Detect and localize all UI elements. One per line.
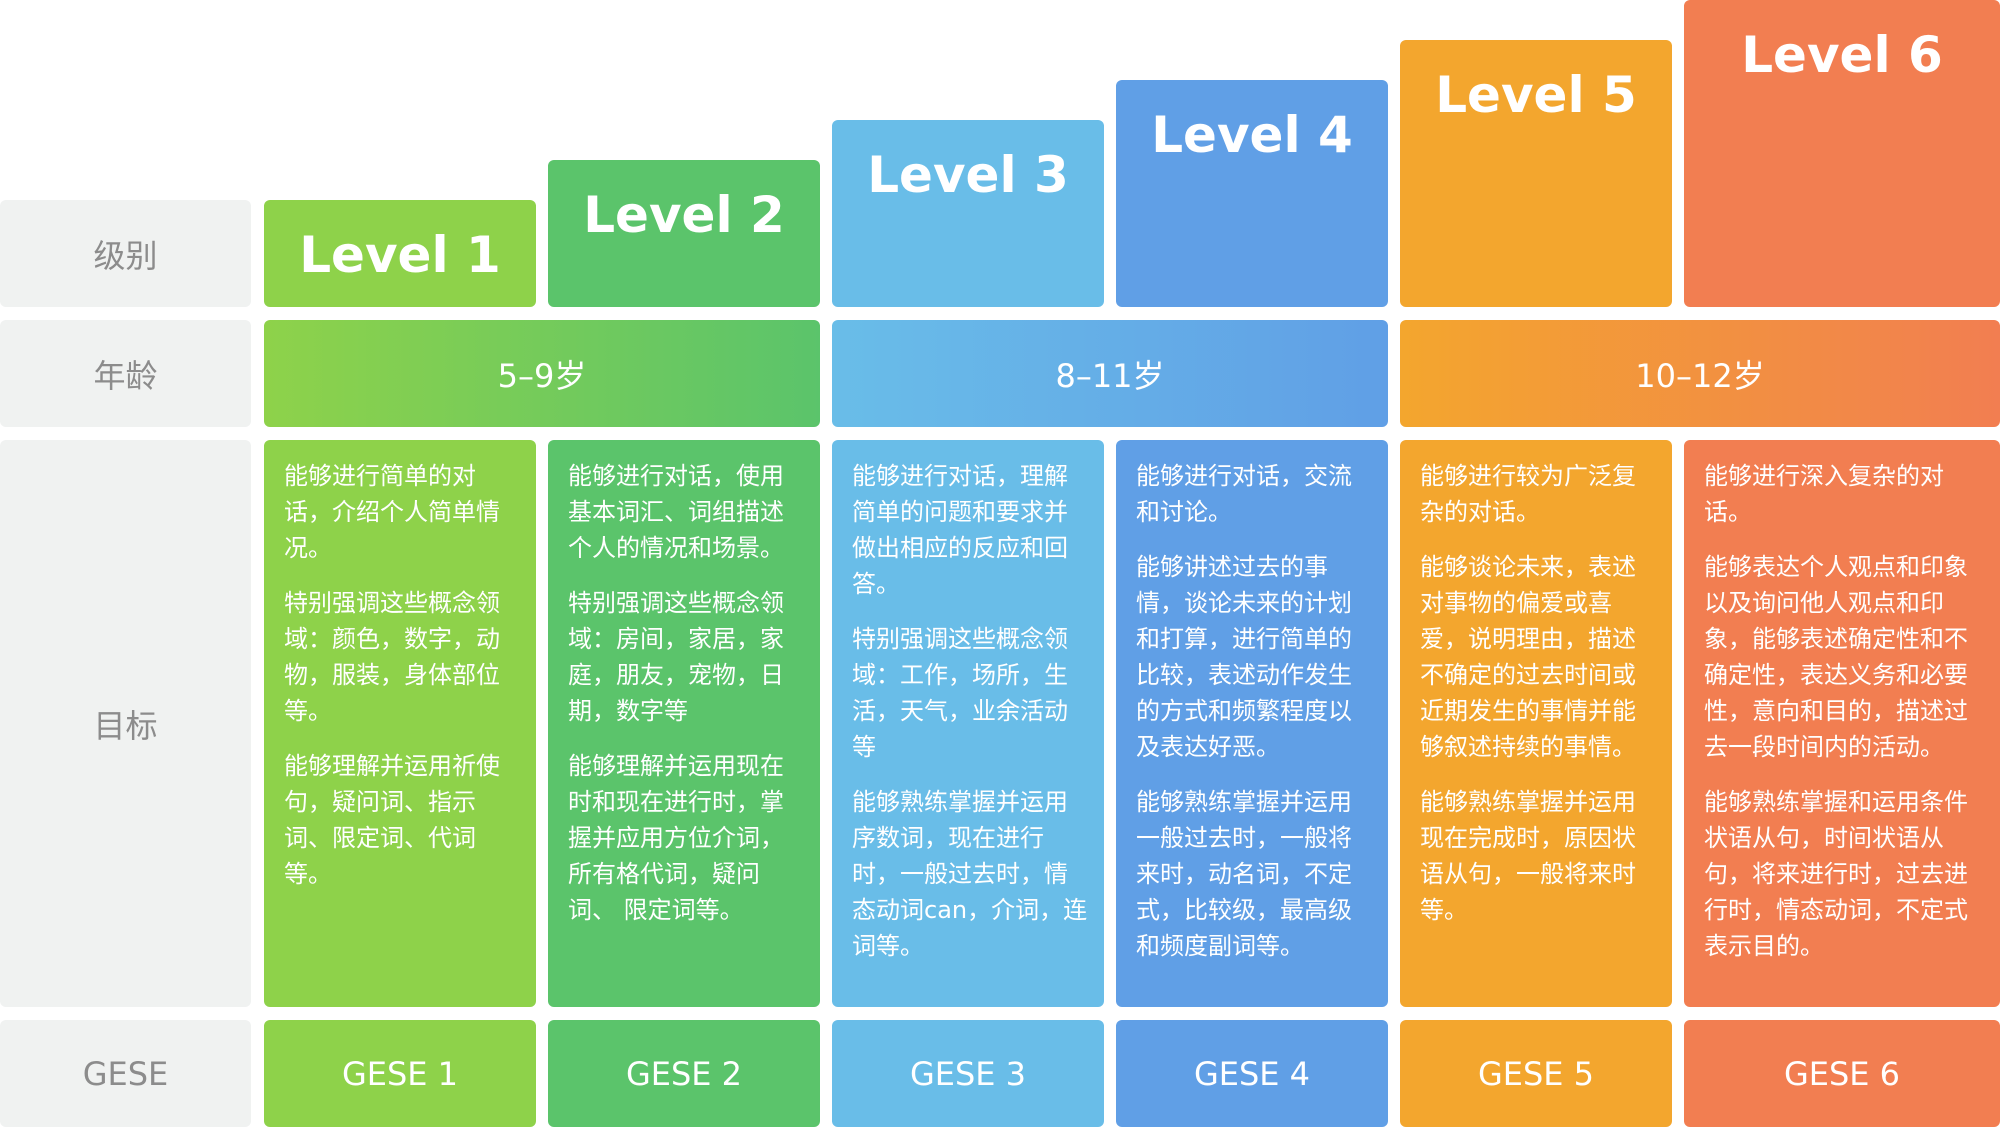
goal-text: 能够讲述过去的事情，谈论未来的计划和打算，进行简单的比较，表述动作发生的方式和频… xyxy=(1136,553,1352,761)
level-4-header: Level 4 xyxy=(1116,80,1388,307)
goal-cell-level-6: 能够进行深入复杂的对话。 能够表达个人观点和印象以及询问他人观点和印象，能够表述… xyxy=(1684,440,2000,1007)
goal-text: 能够熟练掌握并运用一般过去时，一般将来时，动名词，不定式，比较级，最高级和频度副… xyxy=(1136,788,1352,960)
goal-text: 能够进行较为广泛复杂的对话。 xyxy=(1420,462,1636,526)
goal-text: 能够进行对话，使用基本词汇、词组描述个人的情况和场景。 xyxy=(568,462,784,562)
gese-cell-3: GESE 3 xyxy=(832,1020,1104,1127)
gese-cell-4: GESE 4 xyxy=(1116,1020,1388,1127)
row-label-level: 级别 xyxy=(0,200,251,307)
goal-text: 能够进行对话，交流和讨论。 xyxy=(1136,462,1352,526)
age-band-levels-1-2: 5–9岁 xyxy=(264,320,820,427)
level-5-header: Level 5 xyxy=(1400,40,1672,307)
goal-text: 能够表达个人观点和印象以及询问他人观点和印象，能够表述确定性和不确定性，表达义务… xyxy=(1704,553,1968,761)
goal-text: 特别强调这些概念领域：颜色，数字，动物，服装，身体部位等。 xyxy=(284,589,500,725)
goal-text: 能够进行深入复杂的对话。 xyxy=(1704,462,1944,526)
goal-text: 能够进行简单的对话，介绍个人简单情况。 xyxy=(284,462,500,562)
level-3-header: Level 3 xyxy=(832,120,1104,307)
level-6-header: Level 6 xyxy=(1684,0,2000,307)
goal-text: 能够熟练掌握和运用条件状语从句，时间状语从句，将来进行时，过去进行时，情态动词，… xyxy=(1704,788,1968,960)
goal-text: 能够理解并运用祈使句，疑问词、指示词、限定词、代词等。 xyxy=(284,752,500,888)
level-2-header: Level 2 xyxy=(548,160,820,307)
goal-cell-level-5: 能够进行较为广泛复杂的对话。 能够谈论未来，表述对事物的偏爱或喜爱，说明理由，描… xyxy=(1400,440,1672,1007)
goal-text: 能够进行对话，理解简单的问题和要求并做出相应的反应和回答。 xyxy=(852,462,1068,598)
gese-cell-1: GESE 1 xyxy=(264,1020,536,1127)
goal-text: 能够谈论未来，表述对事物的偏爱或喜爱，说明理由，描述不确定的过去时间或近期发生的… xyxy=(1420,553,1636,761)
goal-cell-level-2: 能够进行对话，使用基本词汇、词组描述个人的情况和场景。 特别强调这些概念领域：房… xyxy=(548,440,820,1007)
row-label-age: 年龄 xyxy=(0,320,251,427)
row-label-goal: 目标 xyxy=(0,440,251,1007)
goal-cell-level-4: 能够进行对话，交流和讨论。 能够讲述过去的事情，谈论未来的计划和打算，进行简单的… xyxy=(1116,440,1388,1007)
age-band-levels-3-4: 8–11岁 xyxy=(832,320,1388,427)
row-label-gese: GESE xyxy=(0,1020,251,1127)
level-1-header: Level 1 xyxy=(264,200,536,307)
goal-text: 特别强调这些概念领域：工作，场所，生活，天气，业余活动等 xyxy=(852,625,1068,761)
goal-text: 特别强调这些概念领域：房间，家居，家庭，朋友，宠物，日期，数字等 xyxy=(568,589,784,725)
goal-cell-level-1: 能够进行简单的对话，介绍个人简单情况。 特别强调这些概念领域：颜色，数字，动物，… xyxy=(264,440,536,1007)
gese-cell-2: GESE 2 xyxy=(548,1020,820,1127)
gese-cell-5: GESE 5 xyxy=(1400,1020,1672,1127)
goal-text: 能够理解并运用现在时和现在进行时，掌握并应用方位介词，所有格代词，疑问词、 限定… xyxy=(568,752,784,924)
goal-text: 能够熟练掌握并运用现在完成时，原因状语从句，一般将来时等。 xyxy=(1420,788,1636,924)
goal-cell-level-3: 能够进行对话，理解简单的问题和要求并做出相应的反应和回答。 特别强调这些概念领域… xyxy=(832,440,1104,1007)
goal-text: 能够熟练掌握并运用序数词，现在进行时，一般过去时，情态动词can，介词，连词等。 xyxy=(852,788,1088,960)
gese-cell-6: GESE 6 xyxy=(1684,1020,2000,1127)
age-band-levels-5-6: 10–12岁 xyxy=(1400,320,2000,427)
